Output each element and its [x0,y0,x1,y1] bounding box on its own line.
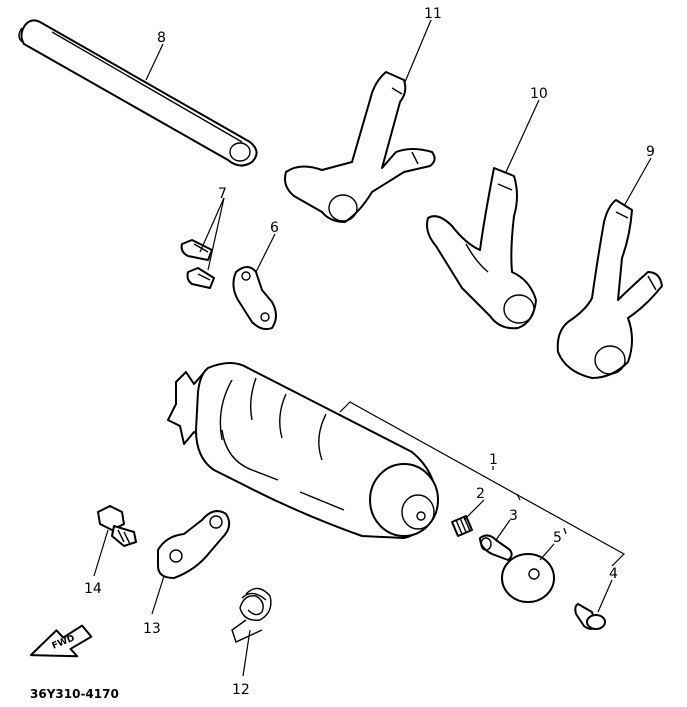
part-1-shift-drum [167,362,439,539]
callout-2: 2 [476,486,485,502]
callout-6: 6 [270,220,279,236]
part-7-bolts [180,239,215,289]
callout-4: 4 [609,566,618,582]
part-9-shift-fork [556,199,663,379]
part-5-plate [501,553,555,603]
callout-13: 13 [143,621,161,637]
reference-code: 36Y310-4170 [30,687,119,701]
part-2-spring-pin [451,515,473,537]
callout-1: 1 [489,452,498,468]
part-3-pin [479,534,513,561]
part-8-guide-bar [18,19,258,167]
callout-9: 9 [646,144,655,160]
callout-10: 10 [530,86,548,102]
callout-12: 12 [232,682,250,698]
callout-7: 7 [218,186,227,202]
part-11-shift-fork [284,71,436,223]
part-13-lever [157,510,231,579]
callout-labels: 8 11 10 9 7 6 1 2 3 5 4 14 13 12 [84,6,655,698]
callout-11: 11 [424,6,442,22]
callout-3: 3 [509,508,518,524]
part-12-spring [231,587,272,643]
part-6-stopper-plate [232,266,277,331]
fwd-arrow-icon: FWD [29,624,93,658]
callout-5: 5 [553,530,562,546]
part-14-bolt [97,505,137,547]
callout-14: 14 [84,581,102,597]
part-4-screw [574,603,606,630]
part-10-shift-fork [426,167,537,330]
leader-lines [93,19,652,677]
callout-8: 8 [157,30,166,46]
